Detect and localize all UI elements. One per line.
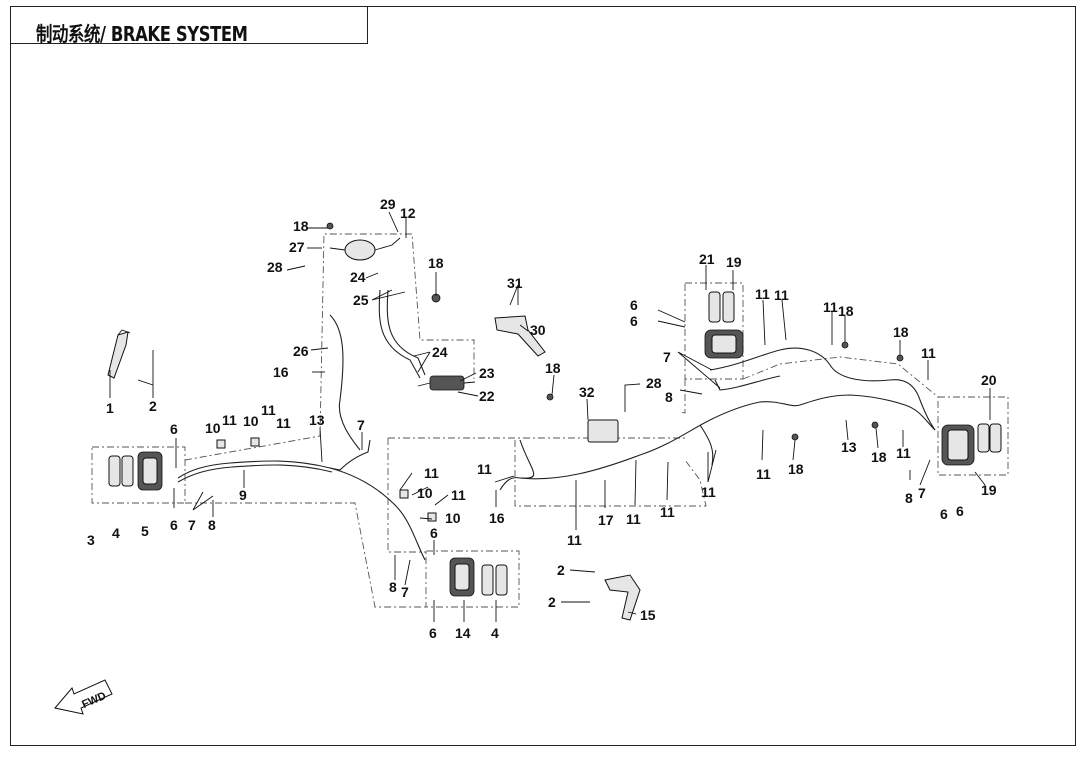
callout-4-a: 4 (112, 525, 120, 541)
callout-18-f: 18 (871, 449, 887, 465)
callout-18-a: 18 (293, 218, 309, 234)
callout-6-b: 6 (170, 517, 178, 533)
part-32-abs-module (587, 419, 619, 443)
callout-11-p: 11 (451, 487, 466, 503)
callout-18-d: 18 (838, 303, 854, 319)
callout-10-c: 10 (417, 485, 433, 501)
callout-19-b: 19 (981, 482, 997, 498)
callout-13-a: 13 (309, 412, 325, 428)
callout-6-f: 6 (956, 503, 964, 519)
callout-18-e: 18 (893, 324, 909, 340)
callout-11-b: 11 (261, 402, 276, 418)
callout-20: 20 (981, 372, 997, 388)
callout-10-d: 10 (445, 510, 461, 526)
callout-6-e: 6 (940, 506, 948, 522)
callout-7-a: 7 (188, 517, 196, 533)
callout-16-b: 16 (489, 510, 505, 526)
callout-19-a: 19 (726, 254, 742, 270)
callout-2-c: 2 (548, 594, 556, 610)
part-30-pedal (494, 315, 546, 357)
callout-6-a: 6 (170, 421, 178, 437)
callout-24-b: 24 (432, 344, 448, 360)
callout-12: 12 (400, 205, 416, 221)
callout-11-l: 11 (626, 511, 641, 527)
part-1-bracket (107, 331, 129, 379)
callout-8-c: 8 (905, 490, 913, 506)
callout-28-b: 28 (646, 375, 662, 391)
callout-6-d: 6 (630, 313, 638, 329)
callout-18-b: 18 (428, 255, 444, 271)
callout-11-m: 11 (567, 532, 582, 548)
callout-11-a: 11 (222, 412, 237, 428)
callout-13-b: 13 (841, 439, 857, 455)
part-15-bracket (604, 574, 641, 621)
leader-lines (109, 211, 991, 622)
callout-8-d: 8 (389, 579, 397, 595)
page-title: 制动系统/ BRAKE SYSTEM (36, 22, 248, 46)
callout-4-b: 4 (491, 625, 499, 641)
callout-21: 21 (699, 251, 715, 267)
callout-10-b: 10 (243, 413, 259, 429)
callout-9: 9 (239, 487, 247, 503)
callout-11-o: 11 (424, 465, 439, 481)
callout-11-e: 11 (774, 287, 789, 303)
callout-7-c: 7 (663, 349, 671, 365)
callout-6-h: 6 (429, 625, 437, 641)
callout-23: 23 (479, 365, 495, 381)
callout-29: 29 (380, 196, 396, 212)
callout-11-g: 11 (921, 345, 936, 361)
fwd-arrow: FWD (54, 679, 113, 715)
callout-24-a: 24 (350, 269, 366, 285)
callout-11-f: 11 (823, 299, 838, 315)
callout-7-e: 7 (401, 584, 409, 600)
callout-27: 27 (289, 239, 305, 255)
callout-30: 30 (530, 322, 546, 338)
title-box: 制动系统/ BRAKE SYSTEM (10, 6, 368, 46)
callout-11-n: 11 (477, 461, 492, 477)
callout-3: 3 (87, 532, 95, 548)
brake-lines (177, 289, 936, 561)
callout-8-b: 8 (665, 389, 673, 405)
callout-28-a: 28 (267, 259, 283, 275)
callout-26: 26 (293, 343, 309, 359)
callout-11-i: 11 (756, 466, 771, 482)
callout-22: 22 (479, 388, 495, 404)
diagram-frame (10, 6, 1076, 746)
callout-18-c: 18 (545, 360, 561, 376)
callout-15: 15 (640, 607, 656, 623)
callout-2-a: 2 (149, 398, 157, 414)
callout-16-a: 16 (273, 364, 289, 380)
part-4-pads (108, 455, 121, 487)
callout-11-d: 11 (755, 286, 770, 302)
callout-8-a: 8 (208, 517, 216, 533)
part-23-master-cylinder (429, 375, 465, 391)
callout-5: 5 (141, 523, 149, 539)
part-27-reservoir (344, 239, 376, 261)
callouts: 1 2 3 4 5 6 6 7 8 9 10 11 10 11 11 13 7 … (87, 196, 997, 641)
callout-7-b: 7 (357, 417, 365, 433)
callout-2-b: 2 (557, 562, 565, 578)
callout-17: 17 (598, 512, 614, 528)
callout-1: 1 (106, 400, 114, 416)
callout-25: 25 (353, 292, 369, 308)
callout-18-g: 18 (788, 461, 804, 477)
callout-14: 14 (455, 625, 471, 641)
callout-7-d: 7 (918, 485, 926, 501)
group-boxes (91, 233, 1009, 608)
callout-11-j: 11 (701, 484, 716, 500)
callout-11-k: 11 (660, 504, 675, 520)
part-sketches (107, 222, 1002, 621)
callout-11-c: 11 (276, 415, 291, 431)
callout-6-g: 6 (430, 525, 438, 541)
callout-6-c: 6 (630, 297, 638, 313)
callout-31: 31 (507, 275, 523, 291)
callout-11-h: 11 (896, 445, 911, 461)
callout-10-a: 10 (205, 420, 221, 436)
callout-32: 32 (579, 384, 595, 400)
